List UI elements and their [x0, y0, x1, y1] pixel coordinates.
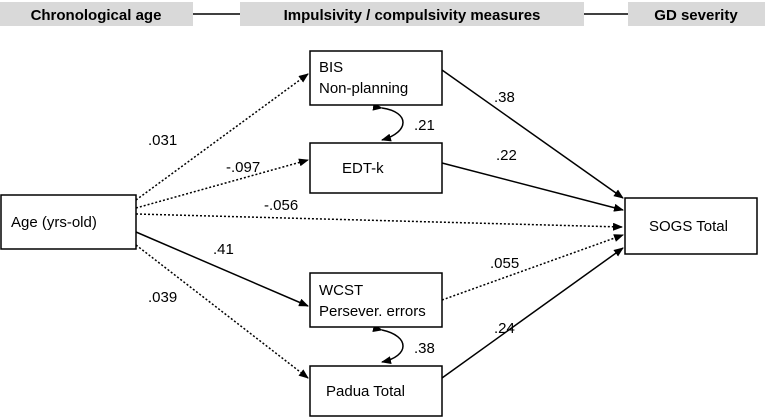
header-bar: Chronological age Impulsivity / compulsi… — [0, 2, 765, 26]
header-age-box — [0, 2, 193, 26]
coef-age-edt: -.097 — [226, 159, 260, 176]
node-padua-label: Padua Total — [326, 383, 405, 400]
path-age-bis — [135, 73, 309, 201]
path-padua-sogs — [441, 247, 624, 379]
path-age-padua — [135, 244, 309, 379]
header-severity-box — [628, 2, 765, 26]
node-age: Age (yrs-old) — [0, 194, 137, 250]
node-edt-label: EDT-k — [342, 160, 384, 177]
path-edt-sogs — [441, 162, 624, 212]
path-age-sogs — [135, 213, 623, 231]
node-bis: BIS Non-planning — [309, 50, 443, 106]
path-wcst-sogs — [441, 234, 624, 301]
node-wcst: WCST Persever. errors — [309, 272, 443, 328]
coefficients: .031 -.097 -.056 .41 .039 .38 .22 .055 .… — [148, 89, 519, 357]
coef-wcst-padua: .38 — [414, 340, 435, 357]
coef-age-padua: .039 — [148, 289, 177, 306]
path-age-wcst — [135, 231, 309, 307]
coef-padua-sogs: .24 — [494, 320, 515, 337]
header-measures-box — [240, 2, 584, 26]
node-wcst-line2: Persever. errors — [319, 303, 426, 320]
path-age-edt — [135, 158, 309, 209]
header-severity-label: GD severity — [654, 7, 738, 24]
node-sogs-label: SOGS Total — [649, 218, 728, 235]
coef-edt-sogs: .22 — [496, 147, 517, 164]
node-sogs: SOGS Total — [624, 197, 758, 255]
node-bis-line2: Non-planning — [319, 80, 408, 97]
coef-age-sogs: -.056 — [264, 197, 298, 214]
coef-age-wcst: .41 — [213, 241, 234, 258]
coef-age-bis: .031 — [148, 132, 177, 149]
correlation-wcst-padua — [372, 324, 404, 365]
node-wcst-line1: WCST — [319, 282, 363, 299]
node-bis-line1: BIS — [319, 59, 343, 76]
node-age-label: Age (yrs-old) — [11, 214, 97, 231]
header-age-label: Chronological age — [31, 7, 162, 24]
coef-bis-edt: .21 — [414, 117, 435, 134]
path-bis-sogs — [441, 69, 624, 199]
header-measures-label: Impulsivity / compulsivity measures — [284, 7, 541, 24]
coef-bis-sogs: .38 — [494, 89, 515, 106]
correlation-bis-edt — [372, 102, 404, 142]
node-edt: EDT-k — [309, 142, 443, 194]
coef-wcst-sogs: .055 — [490, 255, 519, 272]
node-padua: Padua Total — [309, 365, 443, 417]
paths — [135, 69, 624, 379]
nodes: Age (yrs-old) BIS Non-planning EDT-k WCS… — [0, 50, 758, 417]
